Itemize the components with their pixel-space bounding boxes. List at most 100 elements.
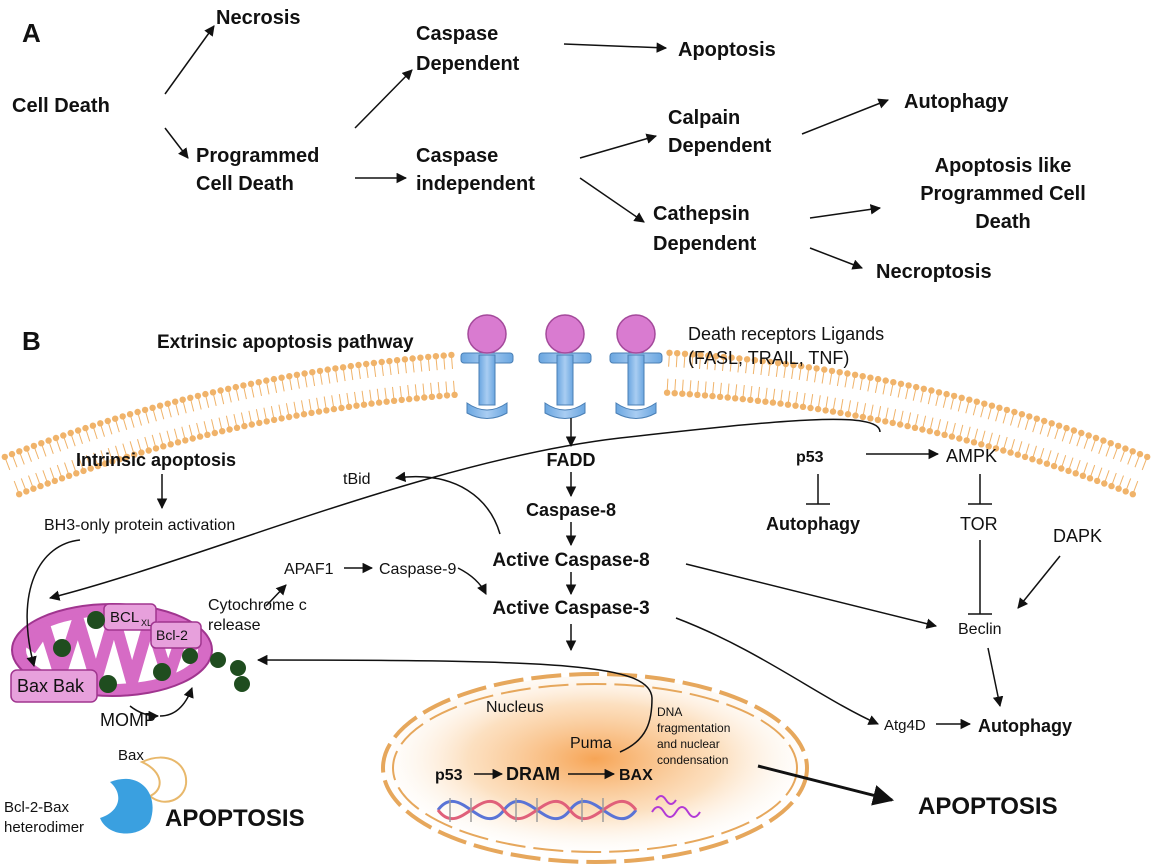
lipid-head (119, 413, 126, 420)
lipid-tail (288, 376, 293, 391)
puma-label: Puma (570, 735, 612, 752)
lipid-tail (419, 357, 423, 372)
lipid-tail (867, 377, 871, 392)
lipid-tail (1098, 440, 1104, 454)
lipid-tail (71, 459, 77, 474)
lipid-head (1100, 437, 1107, 444)
nucleus (381, 672, 809, 864)
lipid-tail (308, 399, 312, 413)
autophagy-right-label: Autophagy (978, 716, 1072, 736)
lipid-tail (847, 400, 851, 415)
lipid-tail (1047, 423, 1053, 437)
lipid-tail (965, 399, 970, 414)
apoptosis-like-line1: Apoptosis like (935, 155, 1072, 177)
lipid-tail (242, 385, 247, 400)
dna-frag-line1: DNA (657, 705, 682, 719)
lipid-head (30, 442, 38, 450)
lipid-head (401, 356, 409, 363)
lipid-tail (319, 370, 323, 385)
lipid-tail (795, 391, 798, 406)
lipid-head (324, 366, 331, 373)
lipid-tail (907, 412, 912, 427)
lipid-tail (666, 378, 669, 393)
lipid-tail (311, 372, 316, 387)
lipid-tail (1032, 418, 1038, 433)
lipid-tail (1089, 464, 1096, 479)
lipid-tail (1017, 414, 1023, 428)
lipid-tail (181, 426, 186, 441)
lipid-tail (681, 379, 684, 394)
lipid-tail (1134, 453, 1141, 468)
lipid-head (874, 375, 882, 383)
lipid-tail (935, 392, 940, 407)
bh3-label: BH3-only protein activation (44, 517, 235, 534)
p53-nucleus-label: p53 (435, 767, 463, 784)
lipid-tail (450, 354, 453, 369)
lipid-tail (218, 417, 223, 432)
lipid-tail (49, 467, 56, 482)
dna-frag-line2: fragmentation (657, 721, 730, 735)
cytochrome-line2: release (208, 617, 261, 634)
bcl-xl-box: BCL XL (103, 603, 157, 631)
programmed-cell-death-line1: Programmed (196, 145, 319, 167)
lipid-tail (892, 409, 897, 424)
apaf1-label: APAF1 (284, 561, 334, 578)
lipid-tail (381, 361, 384, 376)
lipid-tail (1076, 432, 1082, 447)
autophagy-label-a: Autophagy (904, 91, 1009, 113)
tbid-label: tBid (343, 471, 371, 488)
lipid-tail (768, 361, 771, 376)
lipid-tail (197, 395, 202, 410)
lipid-tail (1105, 443, 1112, 457)
autophagy-mid-label: Autophagy (766, 514, 860, 534)
lipid-tail (129, 414, 135, 428)
lipid-head (347, 362, 354, 370)
lipid-tail (258, 382, 262, 397)
lipid-tail (1002, 436, 1008, 451)
p53-label: p53 (796, 449, 824, 466)
lipid-tail (1002, 409, 1008, 424)
lipid-tail (369, 389, 372, 404)
necroptosis-label: Necroptosis (876, 261, 992, 283)
bcl2-bax-heterodimer-shape (100, 756, 188, 834)
lipid-tail (376, 388, 380, 403)
lipid-tail (852, 374, 856, 389)
lipid-head (116, 456, 123, 463)
lipid-tail (714, 356, 717, 371)
lipid-head (1070, 427, 1078, 434)
lipid-tail (1120, 448, 1126, 462)
lipid-tail (159, 405, 165, 420)
lipid-head (240, 382, 247, 389)
lipid-tail (13, 480, 20, 495)
inhibition-lines (806, 474, 992, 615)
lipid-tail (836, 372, 841, 387)
lipid-head (339, 364, 347, 371)
lipid-tail (821, 369, 825, 384)
lipid-tail (225, 415, 231, 430)
lipid-head (1114, 442, 1122, 450)
lipid-head (65, 472, 73, 479)
apoptosis-label: Apoptosis (678, 39, 776, 61)
lipid-tail (48, 440, 54, 454)
released-cytochrome (210, 652, 250, 692)
cell-membrane (1, 349, 1151, 498)
lipid-head (697, 351, 704, 359)
lipid-head (370, 359, 378, 367)
lipid-tail (273, 379, 278, 393)
lipid-head (759, 357, 766, 365)
lipid-tail (1039, 420, 1045, 435)
mito-granules (53, 611, 198, 693)
lipid-tail (884, 407, 889, 422)
intrinsic-apoptosis-label: Intrinsic apoptosis (76, 450, 236, 470)
lipid-tail (874, 379, 879, 393)
lipid-tail (1141, 456, 1148, 471)
lipid-tail (422, 383, 425, 398)
cathepsin-dependent-line2: Dependent (653, 233, 757, 255)
fragmented-dna (651, 806, 701, 818)
lipid-tail (987, 405, 993, 420)
lipid-tail (950, 395, 955, 410)
lipid-tail (173, 428, 179, 443)
lipid-tail (988, 432, 993, 447)
lipid-head (798, 362, 805, 370)
